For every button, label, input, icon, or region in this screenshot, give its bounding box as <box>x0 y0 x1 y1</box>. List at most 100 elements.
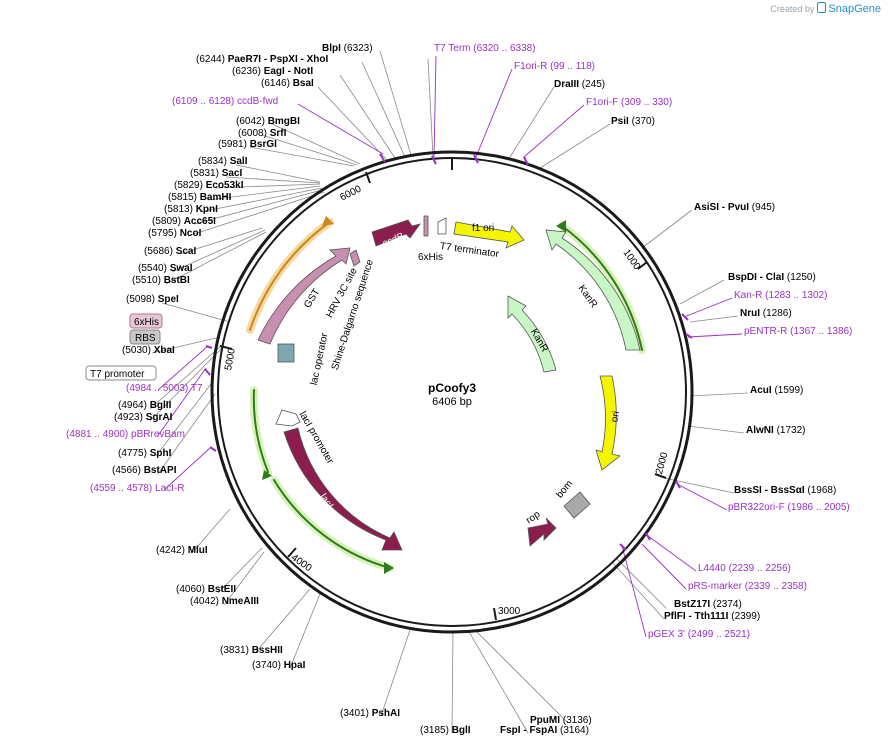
site-bsshii-position: (3831) <box>220 645 249 656</box>
f1ori-label: f1 ori <box>472 223 494 234</box>
site-bsshii-name: BssHII <box>252 645 283 656</box>
kanr-label-inner: KanR <box>528 327 550 354</box>
site-draiii-position: (245) <box>582 79 605 90</box>
site-paer7i-pspxi-xhoi-name: PaeR7I - PspXI - XhoI <box>228 54 329 65</box>
site-bgli-label: (3185) BglI <box>420 725 471 736</box>
site-bspdi-clai-position: (1250) <box>787 272 816 283</box>
bom-label: bom <box>554 478 575 500</box>
site-psii-position: (370) <box>632 116 655 127</box>
site-srfi-position: (6008) <box>238 128 267 139</box>
primer-laci-r-name: LacI-R <box>155 483 184 494</box>
primer-t7-name: T7 <box>191 383 203 394</box>
leader-lines <box>149 50 749 734</box>
site-eco53ki-position: (5829) <box>174 180 203 191</box>
site-bsrgi-label: (5981) BsrGI <box>218 139 277 150</box>
site-mlui-position: (4242) <box>156 545 185 556</box>
site-acui-name: AcuI <box>750 385 772 396</box>
f1ori-arrow <box>453 221 525 249</box>
his-tag-mark <box>423 215 429 237</box>
site-bsteii-position: (4060) <box>176 584 205 595</box>
brand-name: SnapGene <box>828 3 881 15</box>
primer-t7-label: (4984 .. 5003) T7 <box>126 383 203 394</box>
site-scai-name: ScaI <box>176 246 197 257</box>
site-pflfi-tth111i-position: (2399) <box>731 611 760 622</box>
site-eagi-noti-label: (6236) EagI - NotI <box>232 66 313 77</box>
site-pshai-position: (3401) <box>340 708 369 719</box>
site-acc65i-position: (5809) <box>152 216 181 227</box>
rop-arrow <box>527 517 557 547</box>
site-bsai-name: BsaI <box>293 78 314 89</box>
primer-ccdb-fwd-position: (6109 .. 6128) <box>172 96 234 107</box>
site-alwni-label: AlwNI (1732) <box>746 425 805 436</box>
site-acui-label: AcuI (1599) <box>750 385 803 396</box>
site-bsssi-bsss-i-name: BssSI - BssSαI <box>734 485 805 496</box>
site-xbai-name: XbaI <box>154 345 175 356</box>
center-title: pCoofy3 6406 bp <box>428 381 476 408</box>
site-kpni-name: KpnI <box>196 204 218 215</box>
site-bstapi-label: (4566) BstAPI <box>112 465 177 476</box>
site-bglii-label: (4964) BglII <box>118 400 172 411</box>
primer-ccdb-fwd-label: (6109 .. 6128) ccdB-fwd <box>172 96 278 107</box>
site-asisi-pvui-position: (945) <box>752 202 775 213</box>
primer-t7-term-name: T7 Term <box>434 43 471 54</box>
site-pflfi-tth111i-name: PflFI - Tth111I <box>664 611 729 622</box>
site-saci-position: (5831) <box>190 168 219 179</box>
primer-f1ori-f-position: (309 .. 330) <box>621 97 672 108</box>
site-swai-label: (5540) SwaI <box>138 263 193 274</box>
rbs-box <box>129 329 161 345</box>
primer-l4440-position: (2239 .. 2256) <box>729 563 791 574</box>
site-spei-name: SpeI <box>158 294 179 305</box>
site-bglii-position: (4964) <box>118 400 147 411</box>
bom-box <box>563 491 591 519</box>
site-acc65i-name: Acc65I <box>184 216 216 227</box>
laci-glow-arrow-icon <box>262 470 272 480</box>
laci-arrow <box>283 427 403 551</box>
site-bstapi-position: (4566) <box>112 465 141 476</box>
site-bsshii-label: (3831) BssHII <box>220 645 283 656</box>
site-alwni-name: AlwNI <box>746 425 774 436</box>
site-kpni-position: (5813) <box>164 204 193 215</box>
site-bsssi-bsss-i-position: (1968) <box>807 485 836 496</box>
site-sphi-position: (4775) <box>118 448 147 459</box>
site-ncoi-position: (5795) <box>148 228 177 239</box>
primer-pbr322ori-f-position: (1986 .. 2005) <box>787 502 849 513</box>
site-fspi-fspai-position: (3164) <box>560 725 589 736</box>
site-bsai-label: (6146) BsaI <box>261 78 314 89</box>
his-box-label: 6xHis <box>134 317 159 328</box>
primer-pentr-r-name: pENTR-R <box>744 326 787 337</box>
site-sgrai-name: SgrAI <box>146 412 173 423</box>
site-nrui-label: NruI (1286) <box>740 308 792 319</box>
site-bgli-position: (3185) <box>420 725 449 736</box>
his-tag-label: 6xHis <box>418 252 443 263</box>
primer-kan-r-name: Kan-R <box>734 290 762 301</box>
site-xbai-position: (5030) <box>122 345 151 356</box>
site-eco53ki-label: (5829) Eco53kI <box>174 180 244 191</box>
primer-l4440-name: L4440 <box>698 563 726 574</box>
tick-label-5000: 5000 <box>223 347 238 371</box>
snapgene-logo-icon <box>817 2 827 13</box>
primer-t7-term-position: (6320 .. 6338) <box>473 43 535 54</box>
site-pshai-name: PshAI <box>372 708 401 719</box>
site-fspi-fspai-label: FspI - FspAI (3164) <box>500 725 589 736</box>
site-draiii-label: DraIII (245) <box>554 79 605 90</box>
site-psii-name: PsiI <box>611 116 629 127</box>
primer-pbrrevbam-name: pBRrevBam <box>131 429 185 440</box>
site-nrui-name: NruI <box>740 308 760 319</box>
site-ppumi-position: (3136) <box>563 715 592 726</box>
gst-arrow <box>257 247 351 345</box>
site-scai-label: (5686) ScaI <box>144 246 196 257</box>
ori-label: ori <box>609 410 622 423</box>
t7-promoter-box <box>85 365 157 381</box>
site-asisi-pvui-name: AsiSI - PvuI <box>694 202 749 213</box>
site-nmeaiii-name: NmeAIII <box>222 596 259 607</box>
tick-marks <box>219 158 667 621</box>
site-asisi-pvui-label: AsiSI - PvuI (945) <box>694 202 775 213</box>
site-blpi-name: BlpI <box>322 43 341 54</box>
site-eco53ki-name: Eco53kI <box>206 180 244 191</box>
site-swai-name: SwaI <box>170 263 193 274</box>
site-bmgbi-name: BmgBI <box>268 116 300 127</box>
site-sphi-name: SphI <box>150 448 172 459</box>
primer-t7-position: (4984 .. 5003) <box>126 383 188 394</box>
lac-operator-block <box>277 343 295 363</box>
